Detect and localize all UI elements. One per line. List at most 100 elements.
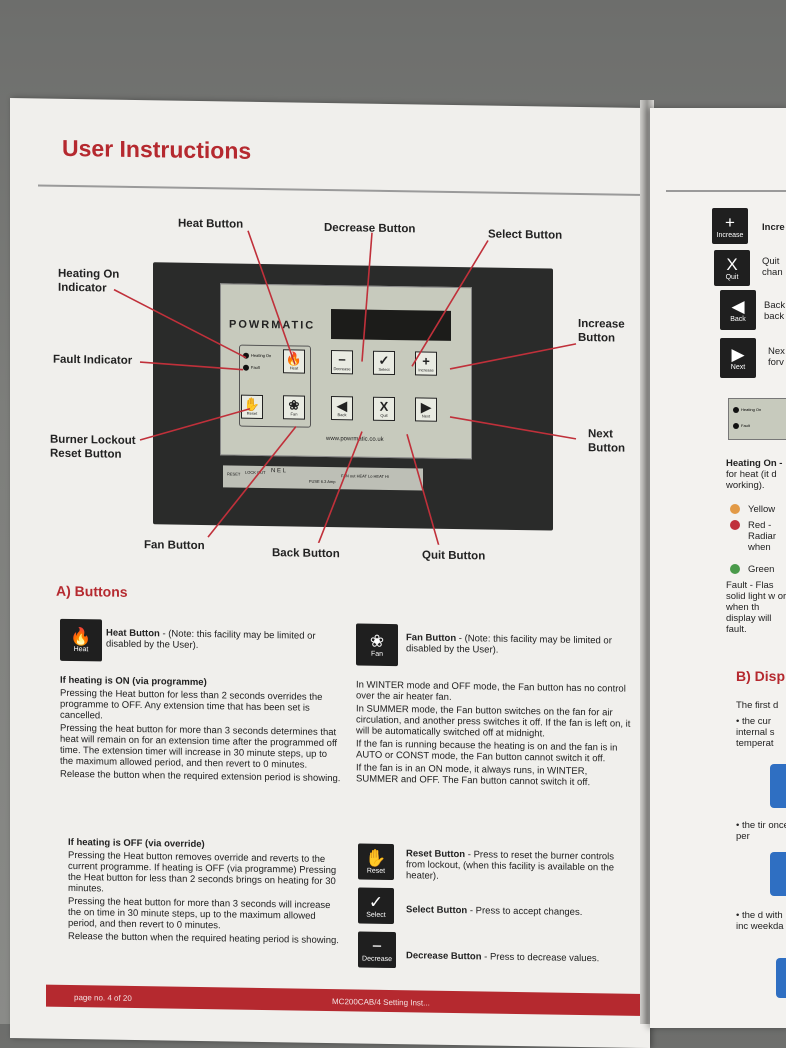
increase-callout-line <box>449 343 577 370</box>
blue-display-sample <box>770 764 786 808</box>
mini-fault-led <box>733 423 739 429</box>
heating-off-p1: Pressing the Heat button removes overrid… <box>68 849 337 895</box>
section-a-heading: A) Buttons <box>56 582 128 600</box>
fan-title: Fan Button <box>406 632 457 645</box>
heating-on-block: If heating is ON (via programme) Pressin… <box>60 675 342 786</box>
quit-icon-box: X Quit <box>714 250 750 286</box>
fan-icon-label: Fan <box>370 650 384 658</box>
reset-icon-label: Reset <box>366 867 386 875</box>
select-icon-box: ✓ Select <box>358 887 394 925</box>
back-icon-label: Back <box>730 315 746 323</box>
page-footer: page no. 4 of 20 MC200CAB/4 Setting Inst… <box>46 984 650 1017</box>
decrease-icon-label: Decrease <box>362 955 392 963</box>
decrease-title: Decrease Button <box>406 950 482 963</box>
green-label: Green <box>748 564 775 575</box>
x-icon: X <box>726 254 738 274</box>
section-b-p1: The first d <box>736 700 779 711</box>
fault-callout-line <box>139 361 244 371</box>
quit-desc: Quit chan <box>762 256 783 278</box>
mini-heating-on-led <box>733 407 739 413</box>
heating-on-note: Heating On - for heat (it d working). <box>726 458 786 491</box>
burner-reset-callout: Burner Lockout Reset Button <box>50 433 136 461</box>
next-icon-label: Next <box>730 363 746 371</box>
reset-icon-box: ✋ Reset <box>358 843 394 881</box>
flame-icon: 🔥 <box>70 626 92 646</box>
fan-callout-line <box>207 425 297 538</box>
heating-off-p2: Pressing the heat button for more than 3… <box>68 895 331 932</box>
hand-icon: ✋ <box>365 848 387 868</box>
section-b-p2: • the cur internal s temperat <box>736 716 775 749</box>
heat-callout-line <box>247 230 296 365</box>
plus-icon: + <box>725 212 735 232</box>
section-b-p3: • the tir once per <box>736 820 786 842</box>
fault-note: Fault - Flas solid light w or when th di… <box>726 580 786 635</box>
quit-button-callout: Quit Button <box>422 549 486 563</box>
mini-indicator-panel: Heating On Fault <box>728 398 786 440</box>
fan-button-callout: Fan Button <box>144 539 205 553</box>
next-desc: Nex forv <box>768 346 785 368</box>
quit-callout-line <box>406 434 443 549</box>
manual-page: User Instructions POWRMATIC Heating On F… <box>10 98 650 1048</box>
heating-on-heading: If heating is ON (via programme) <box>60 674 207 689</box>
yellow-led <box>730 504 740 514</box>
back-button-callout: Back Button <box>272 547 340 561</box>
heating-off-p3: Release the button when the required hea… <box>68 930 339 947</box>
back-desc: Back back <box>764 300 786 322</box>
next-page-rule <box>666 190 786 192</box>
check-icon: ✓ <box>368 892 384 912</box>
blue-display-sample-2 <box>770 852 786 896</box>
heat-button-desc: Heat Button - (Note: this facility may b… <box>106 628 336 654</box>
section-b-heading: B) Disp <box>736 668 785 684</box>
yellow-label: Yellow <box>748 504 776 515</box>
increase-icon-label: Increase <box>716 231 744 239</box>
decrease-callout-line <box>361 232 373 362</box>
next-icon-box: ▶ Next <box>720 338 756 378</box>
quit-icon-label: Quit <box>725 273 739 281</box>
select-icon-label: Select <box>366 911 386 919</box>
select-callout-line <box>411 240 489 367</box>
back-icon-box: ◀ Back <box>720 290 756 330</box>
footer-page-number: page no. 4 of 20 <box>74 993 132 1003</box>
reset-title: Reset Button <box>406 848 466 861</box>
heating-on-note-text: for heat (it d working). <box>726 469 777 491</box>
mini-heating-on-label: Heating On <box>741 407 762 412</box>
heating-on-callout-line <box>113 288 247 359</box>
section-b-p4: • the d with inc weekda <box>736 910 784 932</box>
heating-on-p2: Pressing the heat button for more than 3… <box>60 722 338 771</box>
fan-mode-block: In WINTER mode and OFF mode, the Fan but… <box>356 677 632 790</box>
footer-model-ref: MC200CAB/4 Setting Inst... <box>332 997 430 1008</box>
decrease-button-callout: Decrease Button <box>324 221 416 236</box>
blue-display-sample-3 <box>776 958 786 998</box>
heating-on-callout: Heating On Indicator <box>58 267 120 295</box>
increase-button-callout: Increase Button <box>578 317 625 345</box>
select-title: Select Button <box>406 904 468 917</box>
next-callout-line <box>449 416 577 440</box>
heating-on-p1: Pressing the Heat button for less than 2… <box>60 687 323 722</box>
heat-button-callout: Heat Button <box>178 217 244 231</box>
increase-desc: Incre <box>762 222 785 233</box>
increase-icon-box: + Increase <box>712 208 748 244</box>
red-label: Red - Radiar when <box>748 520 776 553</box>
heating-off-heading: If heating is OFF (via override) <box>68 836 205 851</box>
decrease-icon-box: − Decrease <box>358 931 396 969</box>
heat-icon-label: Heat <box>73 645 89 653</box>
fan-p4: If the fan is in an ON mode, it always r… <box>356 762 591 789</box>
mini-fault-label: Fault <box>741 423 750 428</box>
burner-callout-line <box>139 408 251 441</box>
minus-icon: − <box>372 936 382 956</box>
next-page: + Increase Incre X Quit Quit chan ◀ Back… <box>650 108 786 1028</box>
select-button-desc: Select Button - Press to accept changes. <box>406 904 626 918</box>
fan-button-desc: Fan Button - (Note: this facility may be… <box>406 632 626 657</box>
fan-p2: In SUMMER mode, the Fan button switches … <box>356 703 631 740</box>
fan-p1: In WINTER mode and OFF mode, the Fan but… <box>356 679 626 703</box>
triangle-left-icon: ◀ <box>731 296 745 316</box>
fan-icon-box: ❀ Fan <box>356 623 398 667</box>
fan-p3: If the fan is running because the heatin… <box>356 738 618 765</box>
heating-on-p3: Release the button when the required ext… <box>60 768 341 785</box>
heating-on-note-title: Heating On - <box>726 458 783 469</box>
next-button-callout: Next Button <box>588 428 626 455</box>
fault-indicator-callout: Fault Indicator <box>53 353 133 367</box>
decrease-text: - Press to decrease values. <box>481 951 600 965</box>
reset-button-desc: Reset Button - Press to reset the burner… <box>406 848 618 884</box>
heating-off-block: If heating is OFF (via override) Pressin… <box>68 837 344 948</box>
